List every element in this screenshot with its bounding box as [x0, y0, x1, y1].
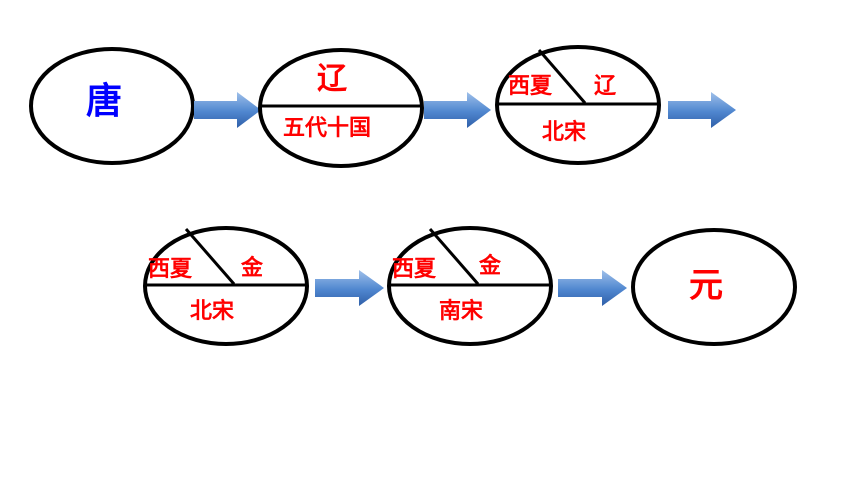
- node-wudai-bottom: 五代十国: [283, 116, 371, 141]
- node-liao-top: 辽: [317, 62, 348, 97]
- node3-top-right: 辽: [594, 74, 617, 99]
- node5-bottom: 南宋: [439, 298, 483, 324]
- arrow-4: [315, 270, 384, 306]
- node4-bottom: 北宋: [190, 298, 234, 324]
- node-tang-label: 唐: [86, 80, 122, 122]
- node-tang: 唐: [29, 47, 195, 165]
- node4-top-right: 金: [240, 255, 264, 281]
- node3-bottom: 北宋: [542, 119, 586, 145]
- node5-top-right: 金: [478, 253, 502, 279]
- node-xixia-jin-nansong: 西夏 金 南宋: [387, 226, 553, 346]
- arrow-1: [194, 92, 261, 128]
- node-liao-wudai: 辽 五代十国: [258, 48, 424, 168]
- node-yuan: 元: [631, 228, 797, 346]
- node3-top-left: 西夏: [508, 74, 553, 99]
- arrow-3: [668, 92, 736, 128]
- arrow-5: [558, 270, 627, 306]
- node-xixia-liao-beisong: 西夏 辽 北宋: [495, 45, 661, 165]
- node5-top-left: 西夏: [392, 257, 437, 282]
- arrow-2: [424, 92, 491, 128]
- node4-top-left: 西夏: [148, 257, 193, 282]
- node-xixia-jin-beisong: 西夏 金 北宋: [143, 226, 309, 346]
- node-yuan-label: 元: [689, 266, 723, 306]
